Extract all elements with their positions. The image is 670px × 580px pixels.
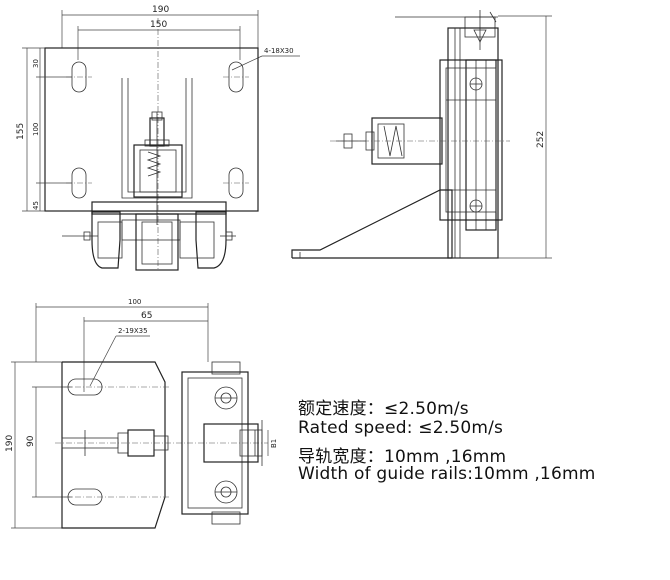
dim-150: 150 [150, 20, 167, 30]
dim-100-bottom: 100 [128, 298, 141, 306]
plan-view: 100 65 2-19X35 190 90 [5, 298, 278, 529]
dim-190-vertical: 190 [5, 435, 15, 452]
spec-guide-rail-width-cn: 导轨宽度：10mm ,16mm [298, 447, 507, 467]
spec-rated-speed-cn: 额定速度：≤2.50m/s [298, 399, 469, 419]
dim-65: 65 [141, 311, 152, 321]
front-view: 190 150 4-18X30 155 30 100 45 [16, 5, 300, 271]
spec-rated-speed-en: Rated speed: ≤2.50m/s [298, 418, 504, 438]
slot-callout-4-18x30: 4-18X30 [264, 47, 294, 55]
dim-b1: B1 [270, 439, 278, 448]
dim-252: 252 [536, 131, 546, 148]
side-view: 252 [291, 10, 552, 259]
spec-guide-rail-width-en: Width of guide rails:10mm ,16mm [298, 464, 596, 484]
slot-callout-2-19x35: 2-19X35 [118, 327, 148, 335]
dim-155: 155 [16, 123, 26, 140]
dim-100: 100 [32, 123, 40, 136]
dim-45: 45 [32, 201, 40, 210]
dim-90: 90 [26, 435, 36, 447]
dim-30: 30 [32, 59, 40, 68]
dim-190: 190 [152, 5, 169, 15]
